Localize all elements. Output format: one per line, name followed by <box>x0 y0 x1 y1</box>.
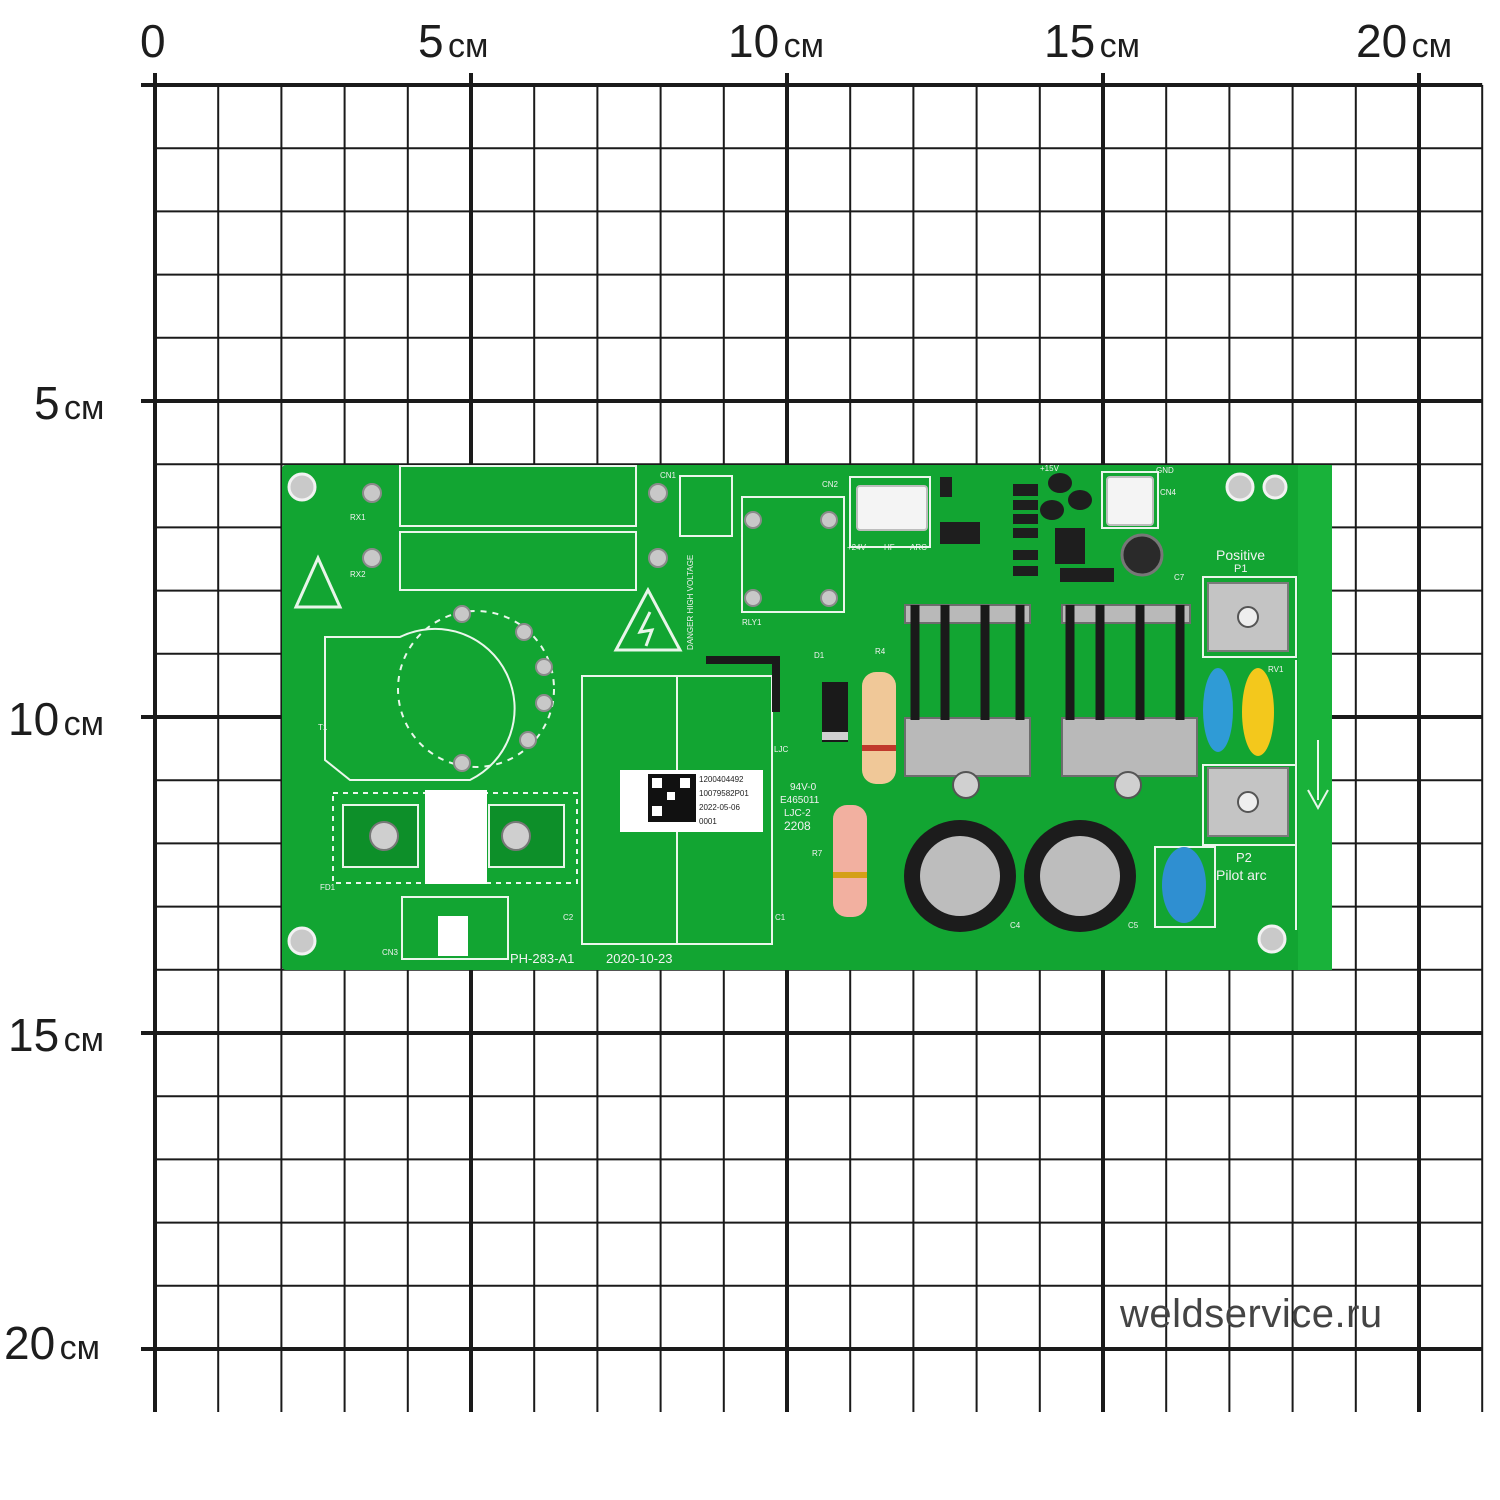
sticker-line-4: 0001 <box>699 817 717 826</box>
watermark-text: weldservice.ru <box>1120 1292 1383 1336</box>
silk-ul: 94V-0 <box>790 782 817 793</box>
silk-rx1: RX1 <box>350 513 366 522</box>
ruler-left-10-unit: см <box>63 705 104 743</box>
sticker-line-3: 2022-05-06 <box>699 803 740 812</box>
ruler-left-5-num: 5 <box>34 377 60 429</box>
silk-cn2: CN2 <box>822 480 839 489</box>
ruler-top-10-num: 10 <box>728 15 780 67</box>
ruler-left-20: 20 см <box>4 1320 100 1366</box>
silk-positive: Positive <box>1216 547 1265 563</box>
silk-c7: C7 <box>1174 573 1185 582</box>
ruler-top-0: 0 <box>140 18 166 64</box>
silk-c2: C2 <box>563 913 574 922</box>
ruler-top-5-num: 5 <box>418 15 444 67</box>
ruler-top-20: 20 см <box>1356 18 1452 64</box>
silk-fd1: FD1 <box>320 883 336 892</box>
ruler-left-15: 15 см <box>8 1012 104 1058</box>
ruler-left-5: 5 см <box>34 380 104 426</box>
silk-hf: HF <box>884 543 895 552</box>
ruler-top-15-num: 15 <box>1044 15 1096 67</box>
silk-r7: R7 <box>812 849 823 858</box>
silk-model: PH-283-A1 <box>510 951 574 966</box>
silk-rly1: RLY1 <box>742 618 762 627</box>
ruler-top-20-num: 20 <box>1356 15 1408 67</box>
ruler-top-5: 5 см <box>418 18 488 64</box>
silk-t1: T1 <box>318 723 328 732</box>
silk-arc: ARC <box>910 543 927 552</box>
ruler-top-5-unit: см <box>448 27 489 65</box>
silk-c4: C4 <box>1010 921 1021 930</box>
sticker-line-1: 1200404492 <box>699 775 744 784</box>
silk-p2: P2 <box>1236 850 1252 865</box>
ruler-left-20-unit: см <box>59 1329 100 1367</box>
silk-danger: DANGER HIGH VOLTAGE <box>686 555 695 650</box>
silk-24v: +24V <box>847 543 867 552</box>
silk-c1: C1 <box>775 913 786 922</box>
silk-pilot-arc: Pilot arc <box>1216 867 1267 883</box>
ruler-left-15-num: 15 <box>8 1009 60 1061</box>
silk-ljc: LJC <box>774 745 788 754</box>
ruler-left-15-unit: см <box>63 1021 104 1059</box>
ruler-top-10: 10 см <box>728 18 824 64</box>
silk-p1: P1 <box>1234 563 1247 575</box>
silk-ecode: E465011 <box>780 795 820 806</box>
ruler-left-5-unit: см <box>64 389 105 427</box>
ruler-top-15: 15 см <box>1044 18 1140 64</box>
pcb-board <box>282 465 1332 970</box>
silk-gnd: GND <box>1156 466 1174 475</box>
silk-ljc2: LJC-2 <box>784 808 811 819</box>
silk-rv1: RV1 <box>1268 665 1284 674</box>
ruler-left-10-num: 10 <box>8 693 60 745</box>
silk-cn3: CN3 <box>382 948 399 957</box>
silk-rx2: RX2 <box>350 570 366 579</box>
sticker-line-2: 10079582P01 <box>699 789 749 798</box>
ruler-left-10: 10 см <box>8 696 104 742</box>
ruler-top-15-unit: см <box>1099 27 1140 65</box>
ruler-left-20-num: 20 <box>4 1317 56 1369</box>
silk-d1: D1 <box>814 651 825 660</box>
silk-datecode: 2208 <box>784 819 811 833</box>
silk-15v: +15V <box>1040 464 1060 473</box>
silk-r4: R4 <box>875 647 886 656</box>
silk-cn4: CN4 <box>1160 488 1177 497</box>
ruler-top-0-num: 0 <box>140 15 166 67</box>
silk-cn1: CN1 <box>660 471 677 480</box>
ruler-top-20-unit: см <box>1411 27 1452 65</box>
ruler-top-10-unit: см <box>783 27 824 65</box>
silk-model-date: 2020-10-23 <box>606 951 673 966</box>
silk-c5: C5 <box>1128 921 1139 930</box>
